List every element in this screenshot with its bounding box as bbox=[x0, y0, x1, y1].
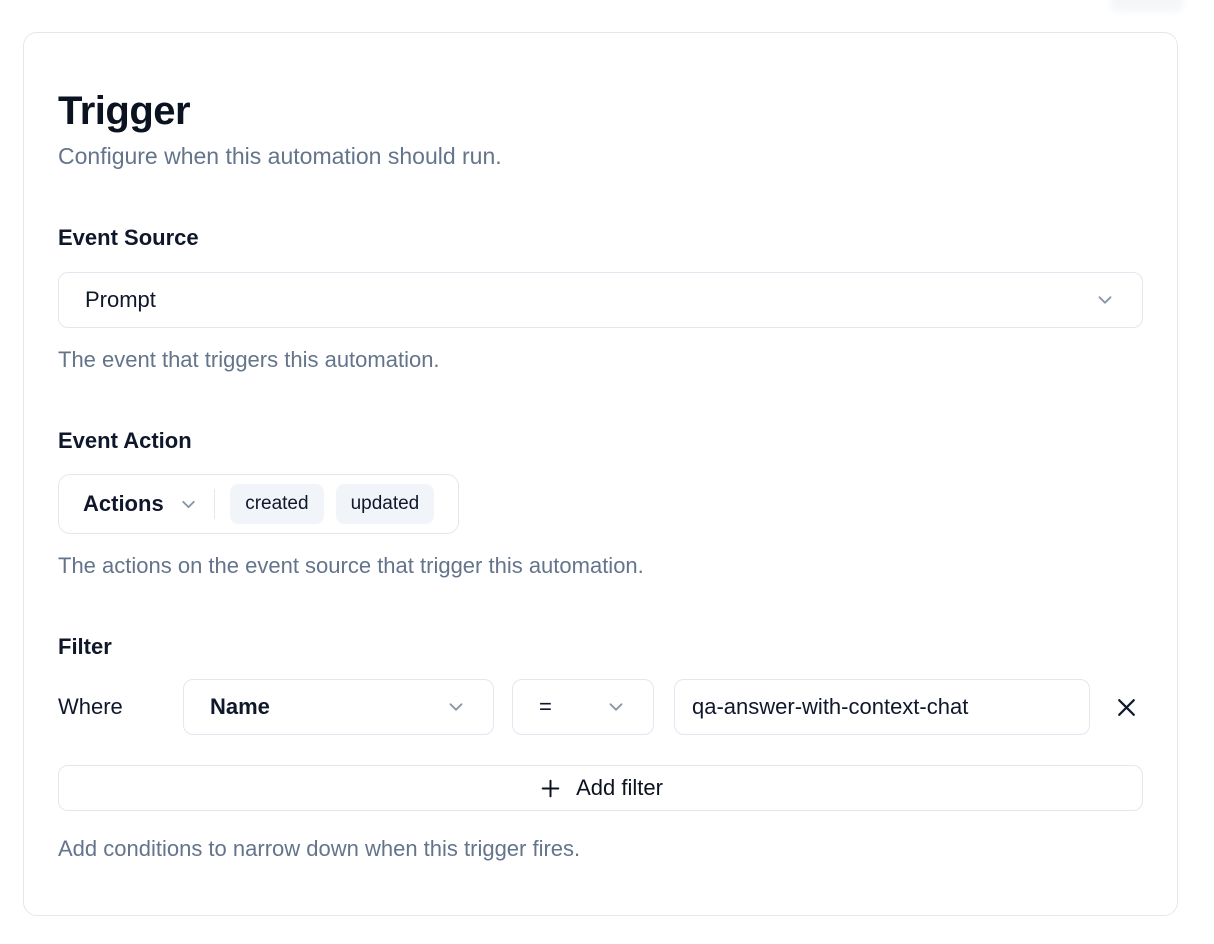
chevron-down-icon bbox=[181, 500, 195, 508]
add-filter-button[interactable]: Add filter bbox=[58, 765, 1143, 811]
chevron-down-icon bbox=[449, 703, 463, 711]
filter-help: Add conditions to narrow down when this … bbox=[58, 836, 581, 861]
add-filter-label: Add filter bbox=[576, 775, 663, 800]
event-action-multiselect: Actions created updated bbox=[58, 474, 460, 534]
page-subtitle: Configure when this automation should ru… bbox=[58, 143, 502, 169]
event-action-help: The actions on the event source that tri… bbox=[58, 553, 644, 578]
event-source-select[interactable]: Prompt bbox=[58, 272, 1143, 328]
event-source-selected-value: Prompt bbox=[85, 287, 156, 312]
trigger-card: Trigger Configure when this automation s… bbox=[23, 32, 1178, 916]
filter-operator-select[interactable]: = bbox=[512, 679, 654, 735]
filter-condition-row: Where Name = qa-answer-with-context-chat bbox=[58, 679, 1143, 735]
event-action-label: Event Action bbox=[58, 428, 192, 453]
chevron-down-icon bbox=[1098, 296, 1112, 304]
remove-filter-button[interactable] bbox=[1109, 690, 1143, 724]
filter-field-value: Name bbox=[210, 694, 270, 719]
chevron-down-icon bbox=[609, 703, 623, 711]
filter-label: Filter bbox=[58, 634, 112, 659]
event-source-label: Event Source bbox=[58, 225, 199, 250]
action-tag-created[interactable]: created bbox=[230, 484, 324, 524]
scrolled-out-element-remnant bbox=[1110, 0, 1184, 12]
event-source-help: The event that triggers this automation. bbox=[58, 347, 440, 372]
filter-field-select[interactable]: Name bbox=[183, 679, 494, 735]
divider bbox=[213, 489, 216, 519]
x-icon bbox=[1117, 698, 1135, 716]
plus-icon bbox=[541, 779, 560, 797]
page-title: Trigger bbox=[58, 89, 191, 133]
action-tag-updated[interactable]: updated bbox=[335, 484, 435, 524]
selected-action-tags: created updated bbox=[230, 484, 435, 524]
filter-value-input[interactable]: qa-answer-with-context-chat bbox=[674, 679, 1090, 735]
actions-dropdown-button[interactable]: Actions bbox=[83, 491, 199, 517]
where-label: Where bbox=[58, 694, 123, 719]
filter-operator-value: = bbox=[539, 694, 552, 719]
actions-dropdown-label: Actions bbox=[83, 491, 164, 516]
